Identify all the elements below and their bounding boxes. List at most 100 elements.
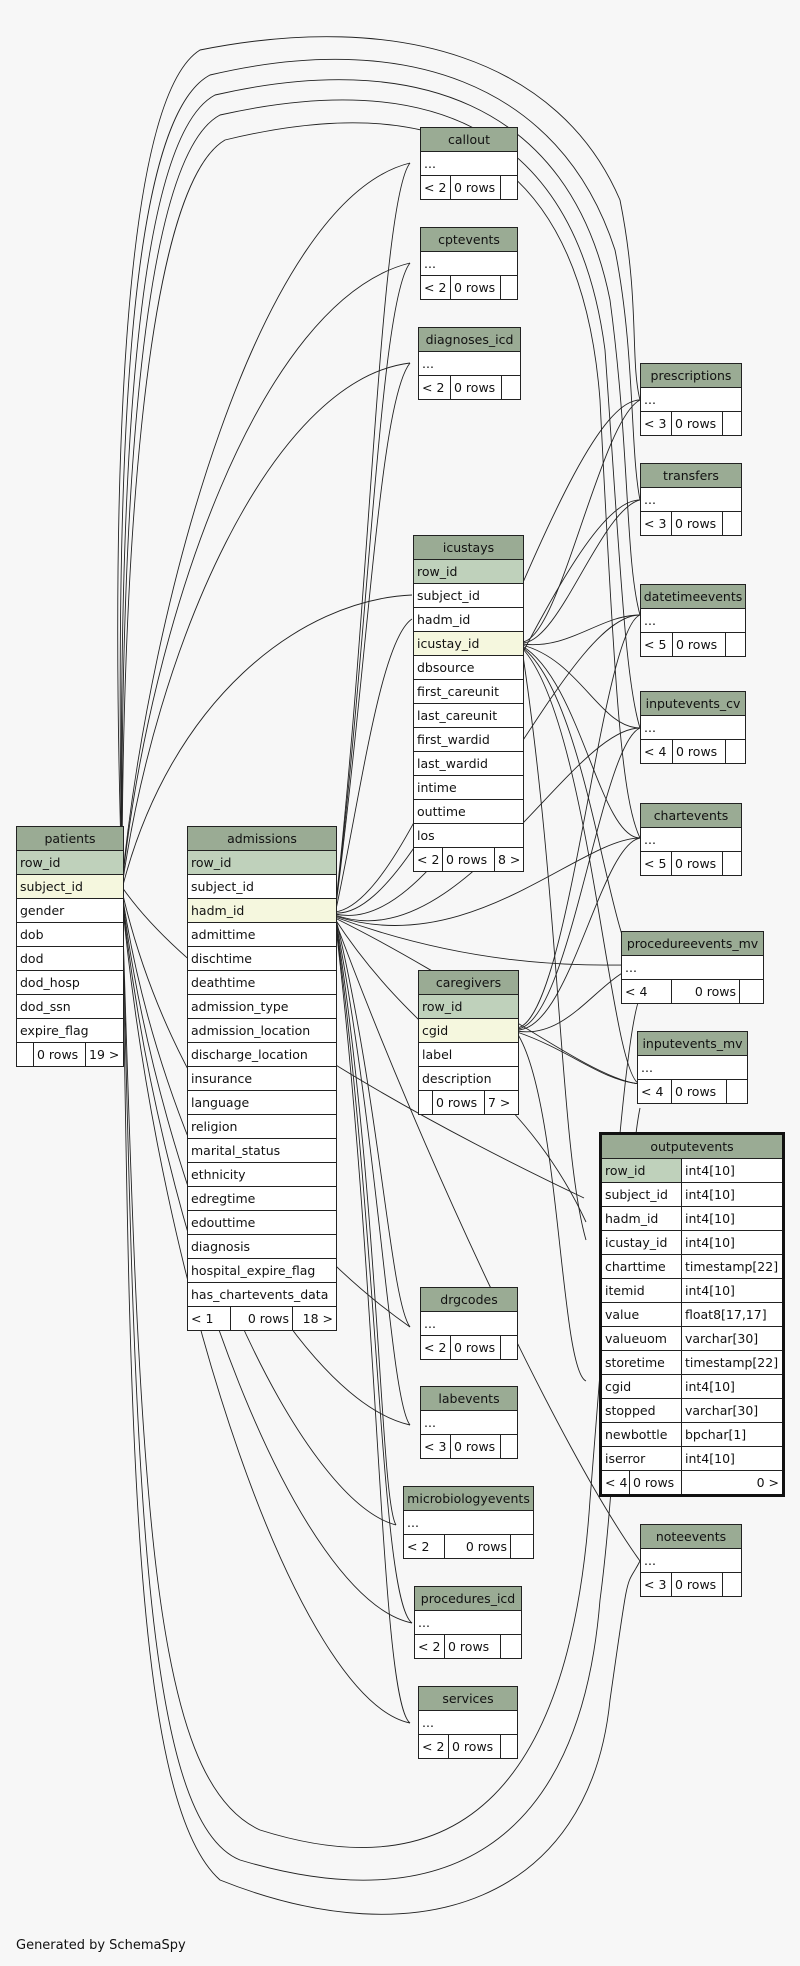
table-drgcodes[interactable]: drgcodes ... < 2 0 rows (420, 1287, 518, 1360)
table-header: outputevents (602, 1135, 782, 1159)
column-type: timestamp[22] (685, 1355, 779, 1370)
table-inputevents-cv[interactable]: inputevents_cv ... < 4 0 rows (640, 691, 746, 764)
column-row: edregtime (188, 1187, 336, 1211)
table-procedures-icd[interactable]: procedures_icd ... < 2 0 rows (414, 1586, 522, 1659)
table-prescriptions[interactable]: prescriptions ... < 3 0 rows (640, 363, 742, 436)
column-row: dod_ssn (17, 995, 123, 1019)
table-datetimeevents[interactable]: datetimeevents ... < 5 0 rows (640, 584, 746, 657)
table-transfers[interactable]: transfers ... < 3 0 rows (640, 463, 742, 536)
table-icustays[interactable]: icustays row_id subject_id hadm_id icust… (413, 535, 524, 872)
table-footer: 0 rows 19 > (17, 1043, 123, 1066)
footer-parents: < 3 (641, 512, 672, 535)
table-caregivers[interactable]: caregivers row_id cgid label description… (418, 970, 519, 1115)
column-name: icustay_id (602, 1231, 682, 1254)
column-row: admission_type (188, 995, 336, 1019)
footer-parents: < 5 (641, 852, 672, 875)
table-header: procedureevents_mv (622, 932, 763, 956)
footer-children (502, 376, 520, 399)
table-labevents[interactable]: labevents ... < 3 0 rows (420, 1386, 518, 1459)
table-patients[interactable]: patients row_id subject_id gender dob do… (16, 826, 124, 1067)
column-row: ... (421, 1312, 517, 1336)
table-footer: < 2 0 rows (415, 1635, 521, 1658)
column-row: itemid int4[10] (602, 1279, 782, 1303)
column-row: value float8[17,17] (602, 1303, 782, 1327)
column-type: int4[10] (685, 1235, 735, 1250)
column-row: ... (641, 1549, 741, 1573)
footer-row-count: 0 rows (672, 1573, 723, 1596)
column-type: bpchar[1] (685, 1427, 747, 1442)
column-row: valueuom varchar[30] (602, 1327, 782, 1351)
footer-children (501, 1635, 521, 1658)
table-footer: < 3 0 rows (641, 1573, 741, 1596)
table-diagnoses-icd[interactable]: diagnoses_icd ... < 2 0 rows (418, 327, 521, 400)
column-type: timestamp[22] (685, 1259, 779, 1274)
footer-parents (419, 1091, 433, 1114)
footer-parents: < 3 (421, 1435, 451, 1458)
table-procedureevents-mv[interactable]: procedureevents_mv ... < 4 0 rows (621, 931, 764, 1004)
footer-children (723, 1573, 741, 1596)
table-cptevents[interactable]: cptevents ... < 2 0 rows (420, 227, 518, 300)
table-noteevents[interactable]: noteevents ... < 3 0 rows (640, 1524, 742, 1597)
column-row-key: icustay_id (414, 632, 523, 656)
table-header: icustays (414, 536, 523, 560)
column-type: float8[17,17] (685, 1307, 767, 1322)
table-header: inputevents_cv (641, 692, 745, 716)
footer-row-count: 0 rows (443, 848, 495, 871)
column-name: stopped (602, 1399, 682, 1422)
footer-row-count: 0 rows (451, 176, 501, 199)
column-row: stopped varchar[30] (602, 1399, 782, 1423)
table-header: labevents (421, 1387, 517, 1411)
table-header: datetimeevents (641, 585, 745, 609)
table-callout[interactable]: callout ... < 2 0 rows (420, 127, 518, 200)
column-name: itemid (602, 1279, 682, 1302)
column-row-key: subject_id (17, 875, 123, 899)
column-row: outtime (414, 800, 523, 824)
footer-parents: < 2 (421, 176, 451, 199)
column-row: ... (641, 388, 741, 412)
column-row: ... (638, 1056, 747, 1080)
column-row: charttime timestamp[22] (602, 1255, 782, 1279)
column-name: subject_id (602, 1183, 682, 1206)
footer-children (723, 852, 741, 875)
table-microbiologyevents[interactable]: microbiologyevents ... < 2 0 rows (403, 1486, 534, 1559)
column-row: label (419, 1043, 518, 1067)
table-services[interactable]: services ... < 2 0 rows (418, 1686, 518, 1759)
column-name: storetime (602, 1351, 682, 1374)
table-footer: 0 rows 7 > (419, 1091, 518, 1114)
column-row: dod (17, 947, 123, 971)
table-header: procedures_icd (415, 1587, 521, 1611)
column-type: int4[10] (685, 1211, 735, 1226)
generated-by-credit: Generated by SchemaSpy (16, 1938, 186, 1953)
column-row: icustay_id int4[10] (602, 1231, 782, 1255)
table-header: services (419, 1687, 517, 1711)
footer-row-count: 0 rows (34, 1043, 86, 1066)
column-row: ... (421, 1411, 517, 1435)
footer-row-count: 0 rows (451, 1336, 501, 1359)
table-footer: < 1 0 rows 18 > (188, 1307, 336, 1330)
footer-row-count: 0 rows (672, 412, 723, 435)
column-row: discharge_location (188, 1043, 336, 1067)
footer-parents: < 2 (419, 1735, 449, 1758)
column-row: los (414, 824, 523, 848)
table-chartevents[interactable]: chartevents ... < 5 0 rows (640, 803, 742, 876)
column-row: subject_id int4[10] (602, 1183, 782, 1207)
column-row: last_wardid (414, 752, 523, 776)
column-row: intime (414, 776, 523, 800)
table-outputevents[interactable]: outputevents row_id int4[10] subject_id … (599, 1132, 785, 1497)
footer-row-count: 0 rows (445, 1635, 501, 1658)
column-row: ... (641, 828, 741, 852)
table-inputevents-mv[interactable]: inputevents_mv ... < 4 0 rows (637, 1031, 748, 1104)
table-admissions[interactable]: admissions row_id subject_id hadm_id adm… (187, 826, 337, 1331)
column-row: ... (404, 1511, 533, 1535)
table-header: diagnoses_icd (419, 328, 520, 352)
column-row: ... (419, 352, 520, 376)
footer-row-count: 0 rows (672, 512, 723, 535)
footer-row-count: 0 rows (673, 633, 726, 656)
column-row: deathtime (188, 971, 336, 995)
column-name: newbottle (602, 1423, 682, 1446)
footer-parents: < 4 (622, 980, 672, 1003)
table-footer: < 4 0 rows (622, 980, 763, 1003)
table-footer: < 3 0 rows (641, 412, 741, 435)
footer-row-count: 0 rows (672, 1080, 727, 1103)
